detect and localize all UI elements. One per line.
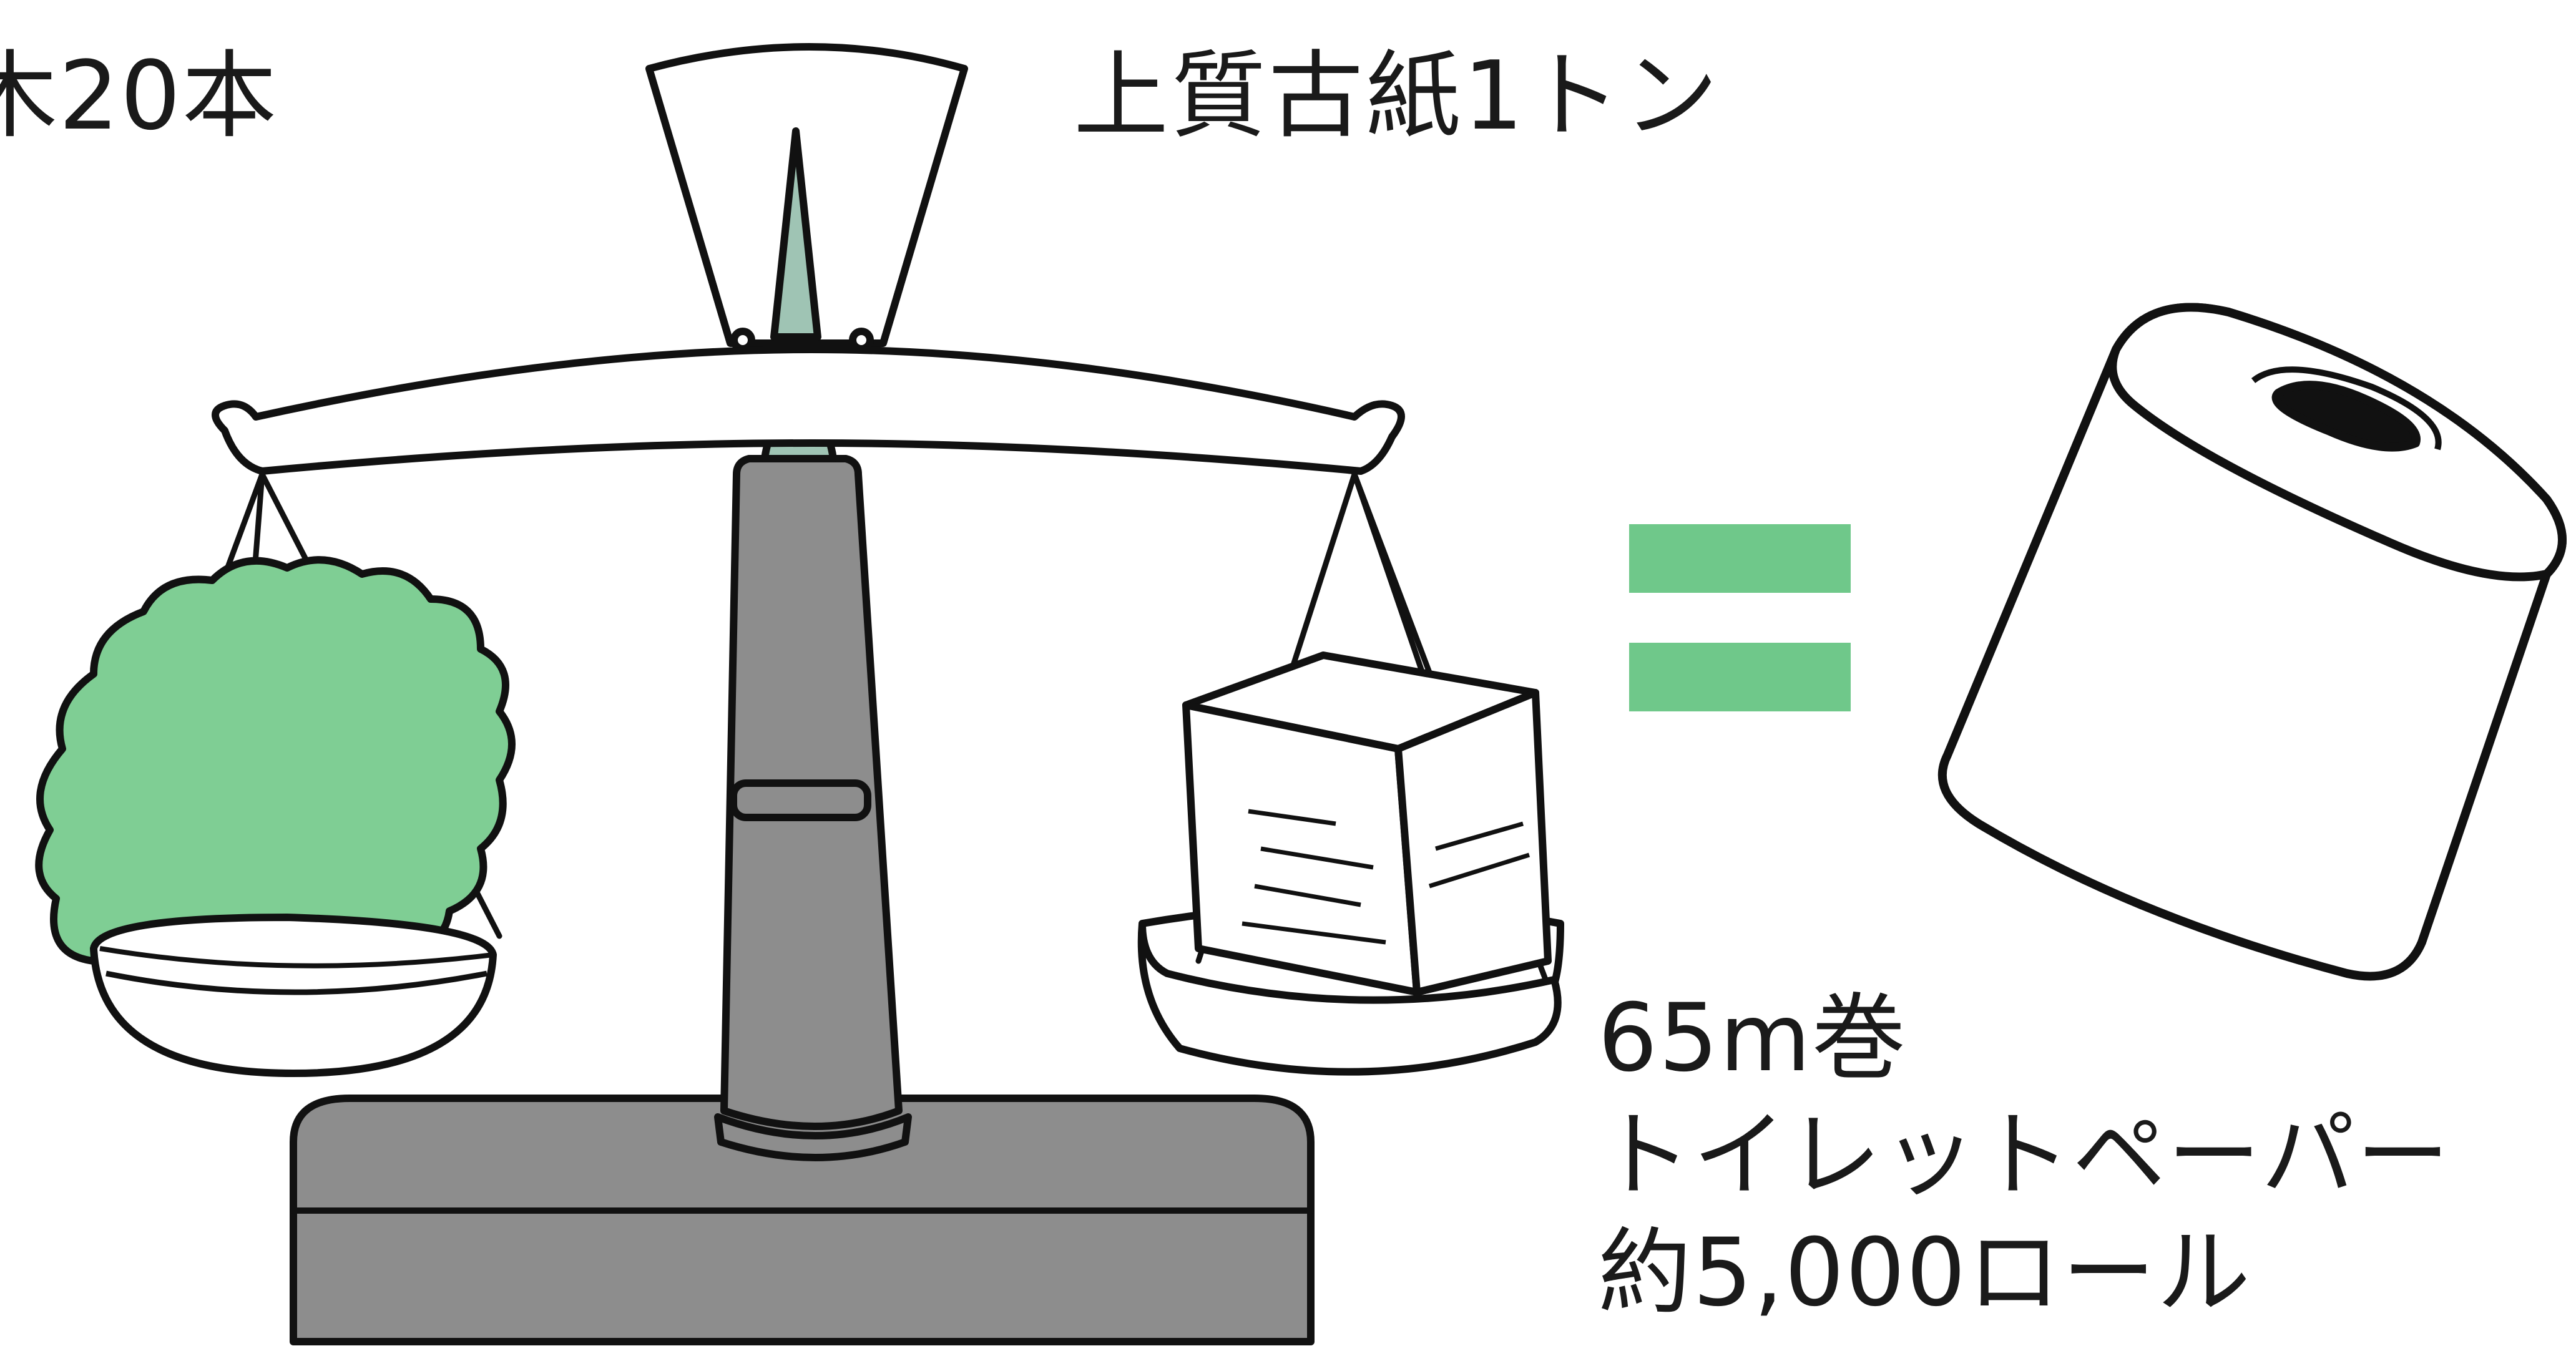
result-text-block: 65m巻 トイレットペーパー 約5,000ロール xyxy=(1598,980,2451,1332)
balance-scale-icon xyxy=(91,43,1551,1345)
scale-base xyxy=(290,1095,1315,1345)
scale-column xyxy=(714,411,912,1161)
paper-weight-label: 上質古紙1トン xyxy=(1074,41,1721,151)
equals-icon xyxy=(1629,524,1851,711)
roll-length-label: 65m巻 xyxy=(1598,984,1907,1093)
paper-stack-icon xyxy=(1137,651,1564,1076)
scale-dial xyxy=(645,43,968,353)
scale-beam xyxy=(212,346,1405,475)
quantity-label: 約5,000ロール xyxy=(1598,1219,2252,1327)
toilet-paper-roll-icon xyxy=(1937,303,2567,981)
tree-foliage xyxy=(35,556,516,969)
product-label: トイレットペーパー xyxy=(1598,1101,2451,1210)
left-pan xyxy=(90,914,497,1077)
tree-count-label: 木20本 xyxy=(0,41,278,151)
